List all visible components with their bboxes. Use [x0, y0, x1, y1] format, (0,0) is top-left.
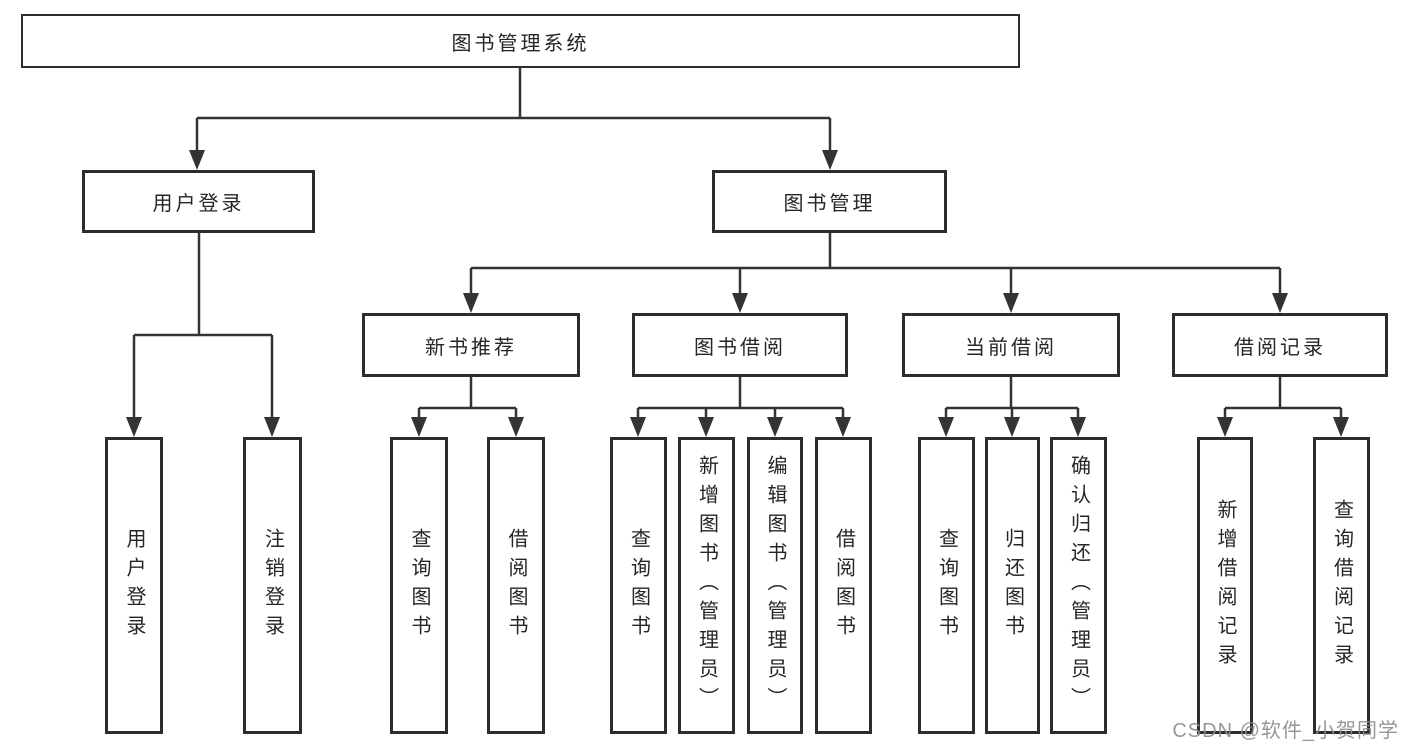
leaf-nbr-query-books-label: 查询图书: [408, 527, 430, 644]
leaf-logout-label: 注销登录: [261, 527, 284, 644]
node-book-management: 图书管理: [712, 170, 947, 233]
leaf-cb-return-books: 归还图书: [985, 437, 1040, 734]
node-new-book-recommend-label: 新书推荐: [425, 336, 517, 359]
leaf-nbr-borrow-books: 借阅图书: [487, 437, 545, 734]
leaf-logout: 注销登录: [243, 437, 302, 734]
node-root-label: 图书管理系统: [451, 32, 590, 55]
node-root: 图书管理系统: [21, 14, 1020, 68]
leaf-br-add-record-label: 新增借阅记录: [1214, 498, 1236, 673]
leaf-br-add-record: 新增借阅记录: [1197, 437, 1253, 734]
leaf-bb-edit-books: 编辑图书（管理员）: [747, 437, 803, 734]
leaf-bb-query-books: 查询图书: [610, 437, 667, 734]
leaf-nbr-borrow-books-label: 借阅图书: [505, 527, 527, 644]
node-new-book-recommend: 新书推荐: [362, 313, 580, 377]
node-current-borrow: 当前借阅: [902, 313, 1120, 377]
node-borrow-records: 借阅记录: [1172, 313, 1388, 377]
leaf-nbr-query-books: 查询图书: [390, 437, 448, 734]
node-book-borrow-label: 图书借阅: [694, 336, 786, 359]
node-book-management-label: 图书管理: [783, 193, 876, 215]
leaf-bb-query-books-label: 查询图书: [627, 527, 650, 644]
csdn-watermark: CSDN @软件_小贺同学: [1172, 720, 1399, 742]
leaf-bb-add-books-label: 新增图书（管理员）: [695, 455, 718, 716]
leaf-bb-borrow-books: 借阅图书: [815, 437, 872, 734]
leaf-cb-return-books-label: 归还图书: [1001, 527, 1024, 644]
node-borrow-records-label: 借阅记录: [1234, 336, 1326, 359]
leaf-user-login: 用户登录: [105, 437, 163, 734]
leaf-cb-query-books-label: 查询图书: [935, 527, 958, 644]
node-current-borrow-label: 当前借阅: [965, 336, 1057, 359]
node-user-login-label: 用户登录: [152, 193, 245, 215]
leaf-bb-add-books: 新增图书（管理员）: [678, 437, 735, 734]
node-user-login: 用户登录: [82, 170, 315, 233]
leaf-cb-query-books: 查询图书: [918, 437, 975, 734]
node-book-borrow: 图书借阅: [632, 313, 848, 377]
leaf-user-login-label: 用户登录: [123, 527, 145, 644]
leaf-cb-confirm-return: 确认归还（管理员）: [1050, 437, 1107, 734]
leaf-bb-borrow-books-label: 借阅图书: [832, 527, 855, 644]
leaf-br-query-record: 查询借阅记录: [1313, 437, 1370, 734]
leaf-bb-edit-books-label: 编辑图书（管理员）: [764, 455, 786, 716]
leaf-cb-confirm-return-label: 确认归还（管理员）: [1067, 455, 1090, 716]
leaf-br-query-record-label: 查询借阅记录: [1330, 498, 1353, 673]
